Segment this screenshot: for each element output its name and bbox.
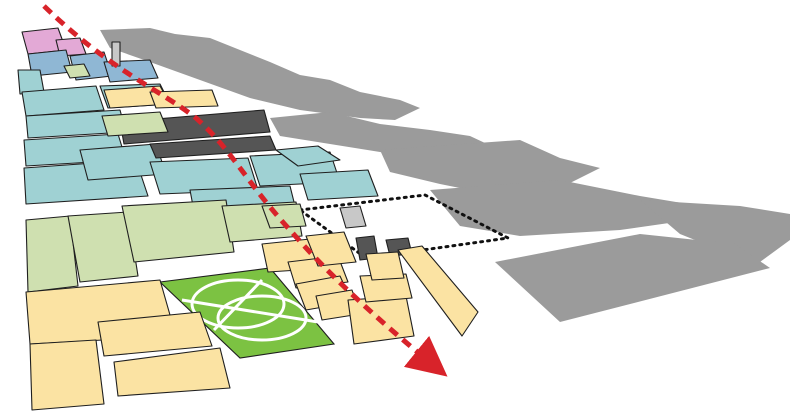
green-block [63, 63, 91, 79]
cast-shadows [100, 28, 790, 322]
park [158, 267, 336, 359]
green-block [25, 215, 79, 293]
dark-bar-block [149, 135, 277, 159]
dark-bar-block [119, 109, 271, 145]
yellow-block [29, 339, 105, 411]
shadow-long-right [640, 200, 790, 262]
park-path-ring [216, 294, 308, 342]
tower-block [111, 41, 121, 67]
yellow-bar-block [397, 245, 479, 337]
shadow-top-band [100, 28, 420, 120]
shadow-bottom [495, 234, 770, 322]
yellow-block [97, 311, 213, 357]
green-block [121, 199, 235, 263]
yellow-block [149, 89, 219, 109]
far-blocks [17, 27, 159, 95]
yellow-block [113, 347, 231, 397]
green-block [101, 111, 169, 137]
teal-block [275, 145, 341, 167]
red-axis-arrow [42, 4, 448, 377]
teal-block [21, 85, 105, 117]
park-path [181, 298, 319, 324]
park-path [212, 278, 264, 332]
yellow-block [365, 251, 405, 281]
yellow-upper-blocks [103, 85, 219, 109]
grey-small-block [339, 205, 367, 229]
park-path-ring [190, 278, 286, 330]
green-block [67, 211, 139, 283]
shadow-block-b [430, 180, 700, 236]
site-boundary-outline [296, 193, 513, 260]
green-blocks [25, 111, 307, 293]
teal-block [299, 169, 379, 201]
